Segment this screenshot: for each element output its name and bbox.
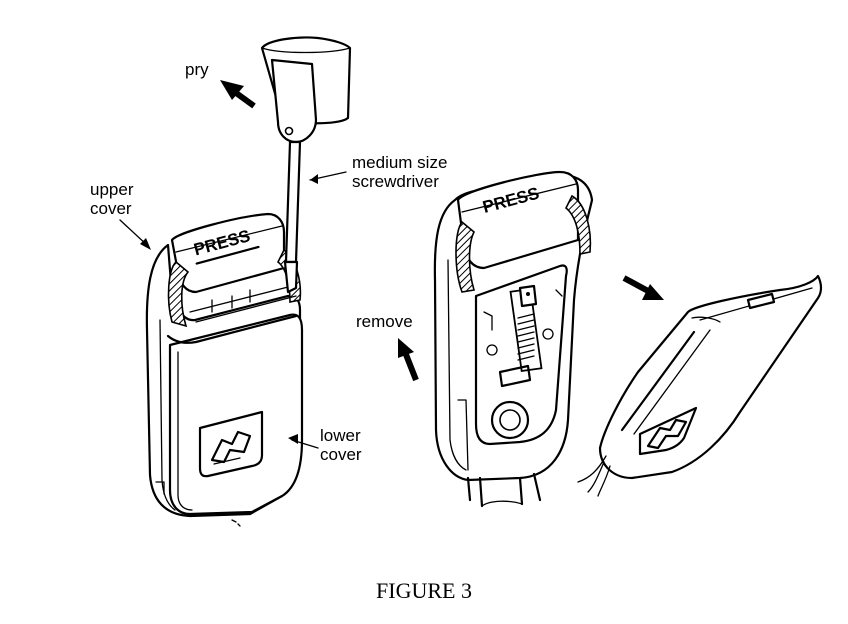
left-shaver: PRESS [145,212,304,518]
left-bottom-notch [155,481,165,495]
plate-hole-1 [486,344,498,356]
drive-boss-inner [499,409,521,431]
detach-arrow [622,275,664,300]
lower-cover-inner-edge [177,351,193,511]
remove-label: remove [356,312,413,331]
screwdriver-handle [270,58,318,144]
middle-hatched-rail-l [455,220,476,293]
middle-left-edge [447,259,467,471]
screwdriver-tip [283,260,299,294]
upper-cover-label: cover [90,199,132,218]
cord-strands [577,455,611,497]
inner-mechanism-plate [474,264,568,446]
middle-hatched-rail-r [564,194,592,255]
cord-channel [466,472,542,508]
left-cutter-head [170,212,286,294]
plate-hole-2 [542,328,554,340]
pry-arrow [220,80,256,109]
handle-hole [284,126,294,136]
lower-cover-shape [168,313,304,516]
middle-cutter-top-band [461,183,577,213]
logo-badge-right [638,406,698,456]
left-cutter-top-band [175,225,283,253]
left-head-floor [189,285,297,323]
detached-cover-top-tab [746,292,776,310]
screwdriver-label: screwdriver [352,172,439,191]
logo-badge-left [198,410,264,478]
detached-lower-cover [577,274,823,497]
medium-size-label: medium size [352,153,448,172]
lower-cover-side-edge [159,319,176,511]
left-head-rim [166,314,298,344]
left-hatched-rail-l [167,260,190,328]
screwdriver [260,36,352,294]
screwdriver-shaft [284,140,302,264]
lower-cover-label: cover [320,445,362,464]
upper-label: upper [90,180,134,199]
pry-label: pry [185,60,209,79]
lower-label: lower [320,426,361,445]
spring [517,313,535,361]
remove-arrow [398,338,419,382]
hand-sleeve-top [261,47,351,54]
figure-caption: FIGURE 3 [376,578,472,603]
middle-shaver: PRESS [433,170,594,508]
detached-cover-groove [620,330,696,432]
detached-cover-shape [598,274,823,480]
